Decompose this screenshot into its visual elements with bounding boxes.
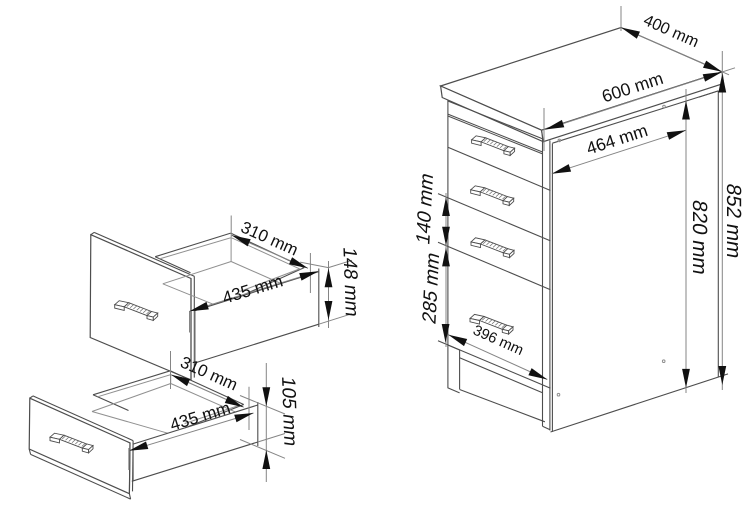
svg-text:140 mm: 140 mm: [413, 170, 438, 247]
svg-text:285 mm: 285 mm: [419, 250, 444, 327]
svg-text:852 mm: 852 mm: [722, 182, 745, 260]
svg-text:820 mm: 820 mm: [688, 198, 711, 276]
svg-text:148 mm: 148 mm: [338, 246, 362, 318]
svg-text:105 mm: 105 mm: [277, 375, 301, 447]
